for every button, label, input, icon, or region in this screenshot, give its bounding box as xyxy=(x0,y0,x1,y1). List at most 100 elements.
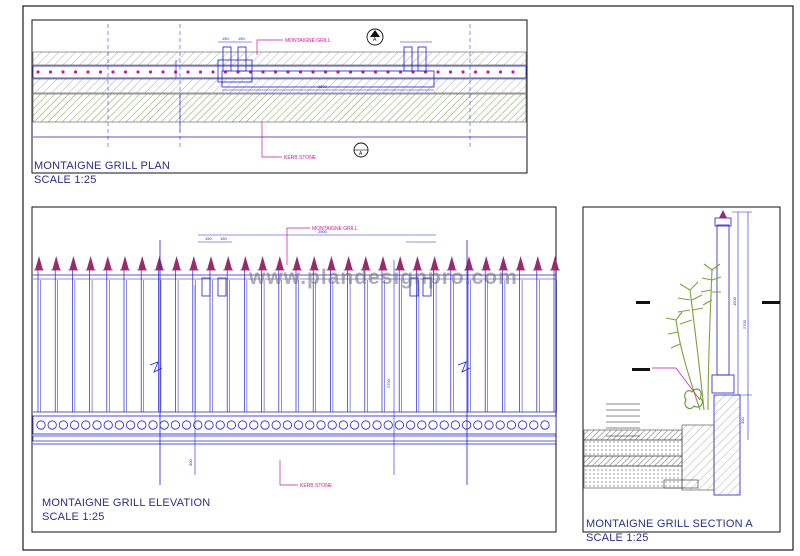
grill-ring xyxy=(428,420,438,430)
grill-ring xyxy=(249,420,259,430)
plan-callout-stone: KERB STONE xyxy=(284,155,317,161)
grill-ring xyxy=(540,420,550,430)
plan-section-marker-bottom: A xyxy=(359,151,363,157)
grill-ring xyxy=(47,420,57,430)
grill-ring xyxy=(271,420,281,430)
grill-ring xyxy=(327,420,337,430)
elev-dim-small-a: 150 xyxy=(205,236,212,241)
grill-ring xyxy=(372,420,382,430)
section-dim-base: 300 xyxy=(740,417,745,424)
grill-spike xyxy=(310,256,319,270)
grill-bar-marker xyxy=(61,70,65,74)
grill-spike xyxy=(482,256,491,270)
grill-bar-marker xyxy=(136,70,140,74)
grill-spike xyxy=(361,256,370,270)
grill-bar-marker xyxy=(486,70,490,74)
grill-ring xyxy=(439,420,449,430)
grill-ring xyxy=(305,420,315,430)
grill-ring xyxy=(316,420,326,430)
elevation-viewport-frame xyxy=(31,206,557,533)
grill-bar-marker xyxy=(148,70,153,74)
grill-bar-marker xyxy=(473,70,478,74)
grill-spike xyxy=(189,256,198,270)
grill-ring xyxy=(170,420,180,430)
grill-ring xyxy=(92,420,102,430)
grill-spike xyxy=(379,256,387,270)
grill-ring xyxy=(506,420,516,430)
grill-ring xyxy=(204,420,214,430)
grill-ring xyxy=(226,420,236,430)
elev-callout-grill: MONTAIGNE GRILL xyxy=(312,226,358,232)
grill-bar-marker xyxy=(211,70,215,74)
elevation-scale: SCALE 1:25 xyxy=(42,511,105,523)
grill-spike xyxy=(413,256,422,270)
grill-bar-marker xyxy=(123,70,128,74)
grill-bar-marker xyxy=(86,70,90,74)
grill-spike xyxy=(275,256,284,270)
grill-ring xyxy=(238,420,248,430)
grill-ring xyxy=(405,420,416,430)
grill-ring xyxy=(417,420,427,430)
grill-bar-marker xyxy=(511,70,515,74)
plan-scale: SCALE 1:25 xyxy=(34,174,97,186)
grill-ring xyxy=(484,420,494,430)
elevation-view: 150 150 2500 2700 300 MONTAIGNE GRILL KE… xyxy=(31,206,560,533)
section-dim-height: 2700 xyxy=(742,319,747,329)
section-viewport-frame xyxy=(582,206,781,533)
grill-spike xyxy=(551,256,559,270)
grill-spike xyxy=(396,256,405,270)
grill-bar-marker xyxy=(111,70,115,74)
section-dim-upper: 1500 xyxy=(732,296,737,306)
grill-ring xyxy=(361,420,371,430)
grill-bar-marker xyxy=(436,70,440,74)
grill-bar-marker xyxy=(173,70,178,74)
elev-dim-span: 2500 xyxy=(318,229,328,234)
plan-viewport-frame xyxy=(31,19,528,174)
grill-ring xyxy=(338,420,348,430)
grill-ring xyxy=(517,420,528,430)
plan-section-marker-top: A xyxy=(373,37,377,43)
grill-ring xyxy=(495,420,505,430)
elev-dim-height: 2700 xyxy=(386,378,391,388)
grill-ring xyxy=(58,420,69,430)
grill-bar-marker xyxy=(448,70,453,74)
grill-spike xyxy=(207,256,215,270)
grill-ring xyxy=(148,420,158,430)
elev-callout-stone: KERB STONE xyxy=(300,483,333,489)
plan-callout-grill: MONTAIGNE GRILL xyxy=(285,38,331,44)
grill-spike xyxy=(344,256,353,270)
plan-view: 150 150 2500 MONTAIGNE GRILL KERB STONE … xyxy=(31,19,528,174)
grill-bar-marker xyxy=(186,70,190,74)
grill-bar-marker xyxy=(161,70,165,74)
grill-spike xyxy=(293,256,301,270)
grill-spike xyxy=(138,256,147,270)
grill-ring xyxy=(260,420,270,430)
grill-ring xyxy=(81,420,91,430)
grill-ring xyxy=(103,420,113,430)
grill-ring xyxy=(394,420,404,430)
grill-ring xyxy=(383,420,393,430)
grill-bar-marker xyxy=(498,70,503,74)
plan-dim-small-b: 150 xyxy=(238,36,245,41)
grill-spike xyxy=(121,256,129,270)
grill-ring xyxy=(282,420,292,430)
grill-spike xyxy=(155,256,164,270)
grill-ring xyxy=(293,420,304,430)
grill-ring xyxy=(182,420,192,430)
plan-dim-small-a: 150 xyxy=(222,36,229,41)
plan-title: MONTAIGNE GRILL PLAN xyxy=(34,160,171,172)
grill-spike xyxy=(224,256,233,270)
elev-dim-base: 300 xyxy=(188,459,193,466)
grill-ring xyxy=(215,420,225,430)
sheet-border xyxy=(22,5,794,551)
grill-ring xyxy=(473,420,483,430)
grill-spike xyxy=(327,256,336,270)
grill-bar-marker xyxy=(36,70,40,74)
grill-ring xyxy=(70,420,80,430)
grill-spike xyxy=(430,256,439,270)
grill-spike xyxy=(241,256,250,270)
grill-spike xyxy=(103,256,112,270)
section-scale: SCALE 1:25 xyxy=(586,532,649,544)
grill-bar-marker xyxy=(461,70,465,74)
grill-ring xyxy=(529,420,539,430)
